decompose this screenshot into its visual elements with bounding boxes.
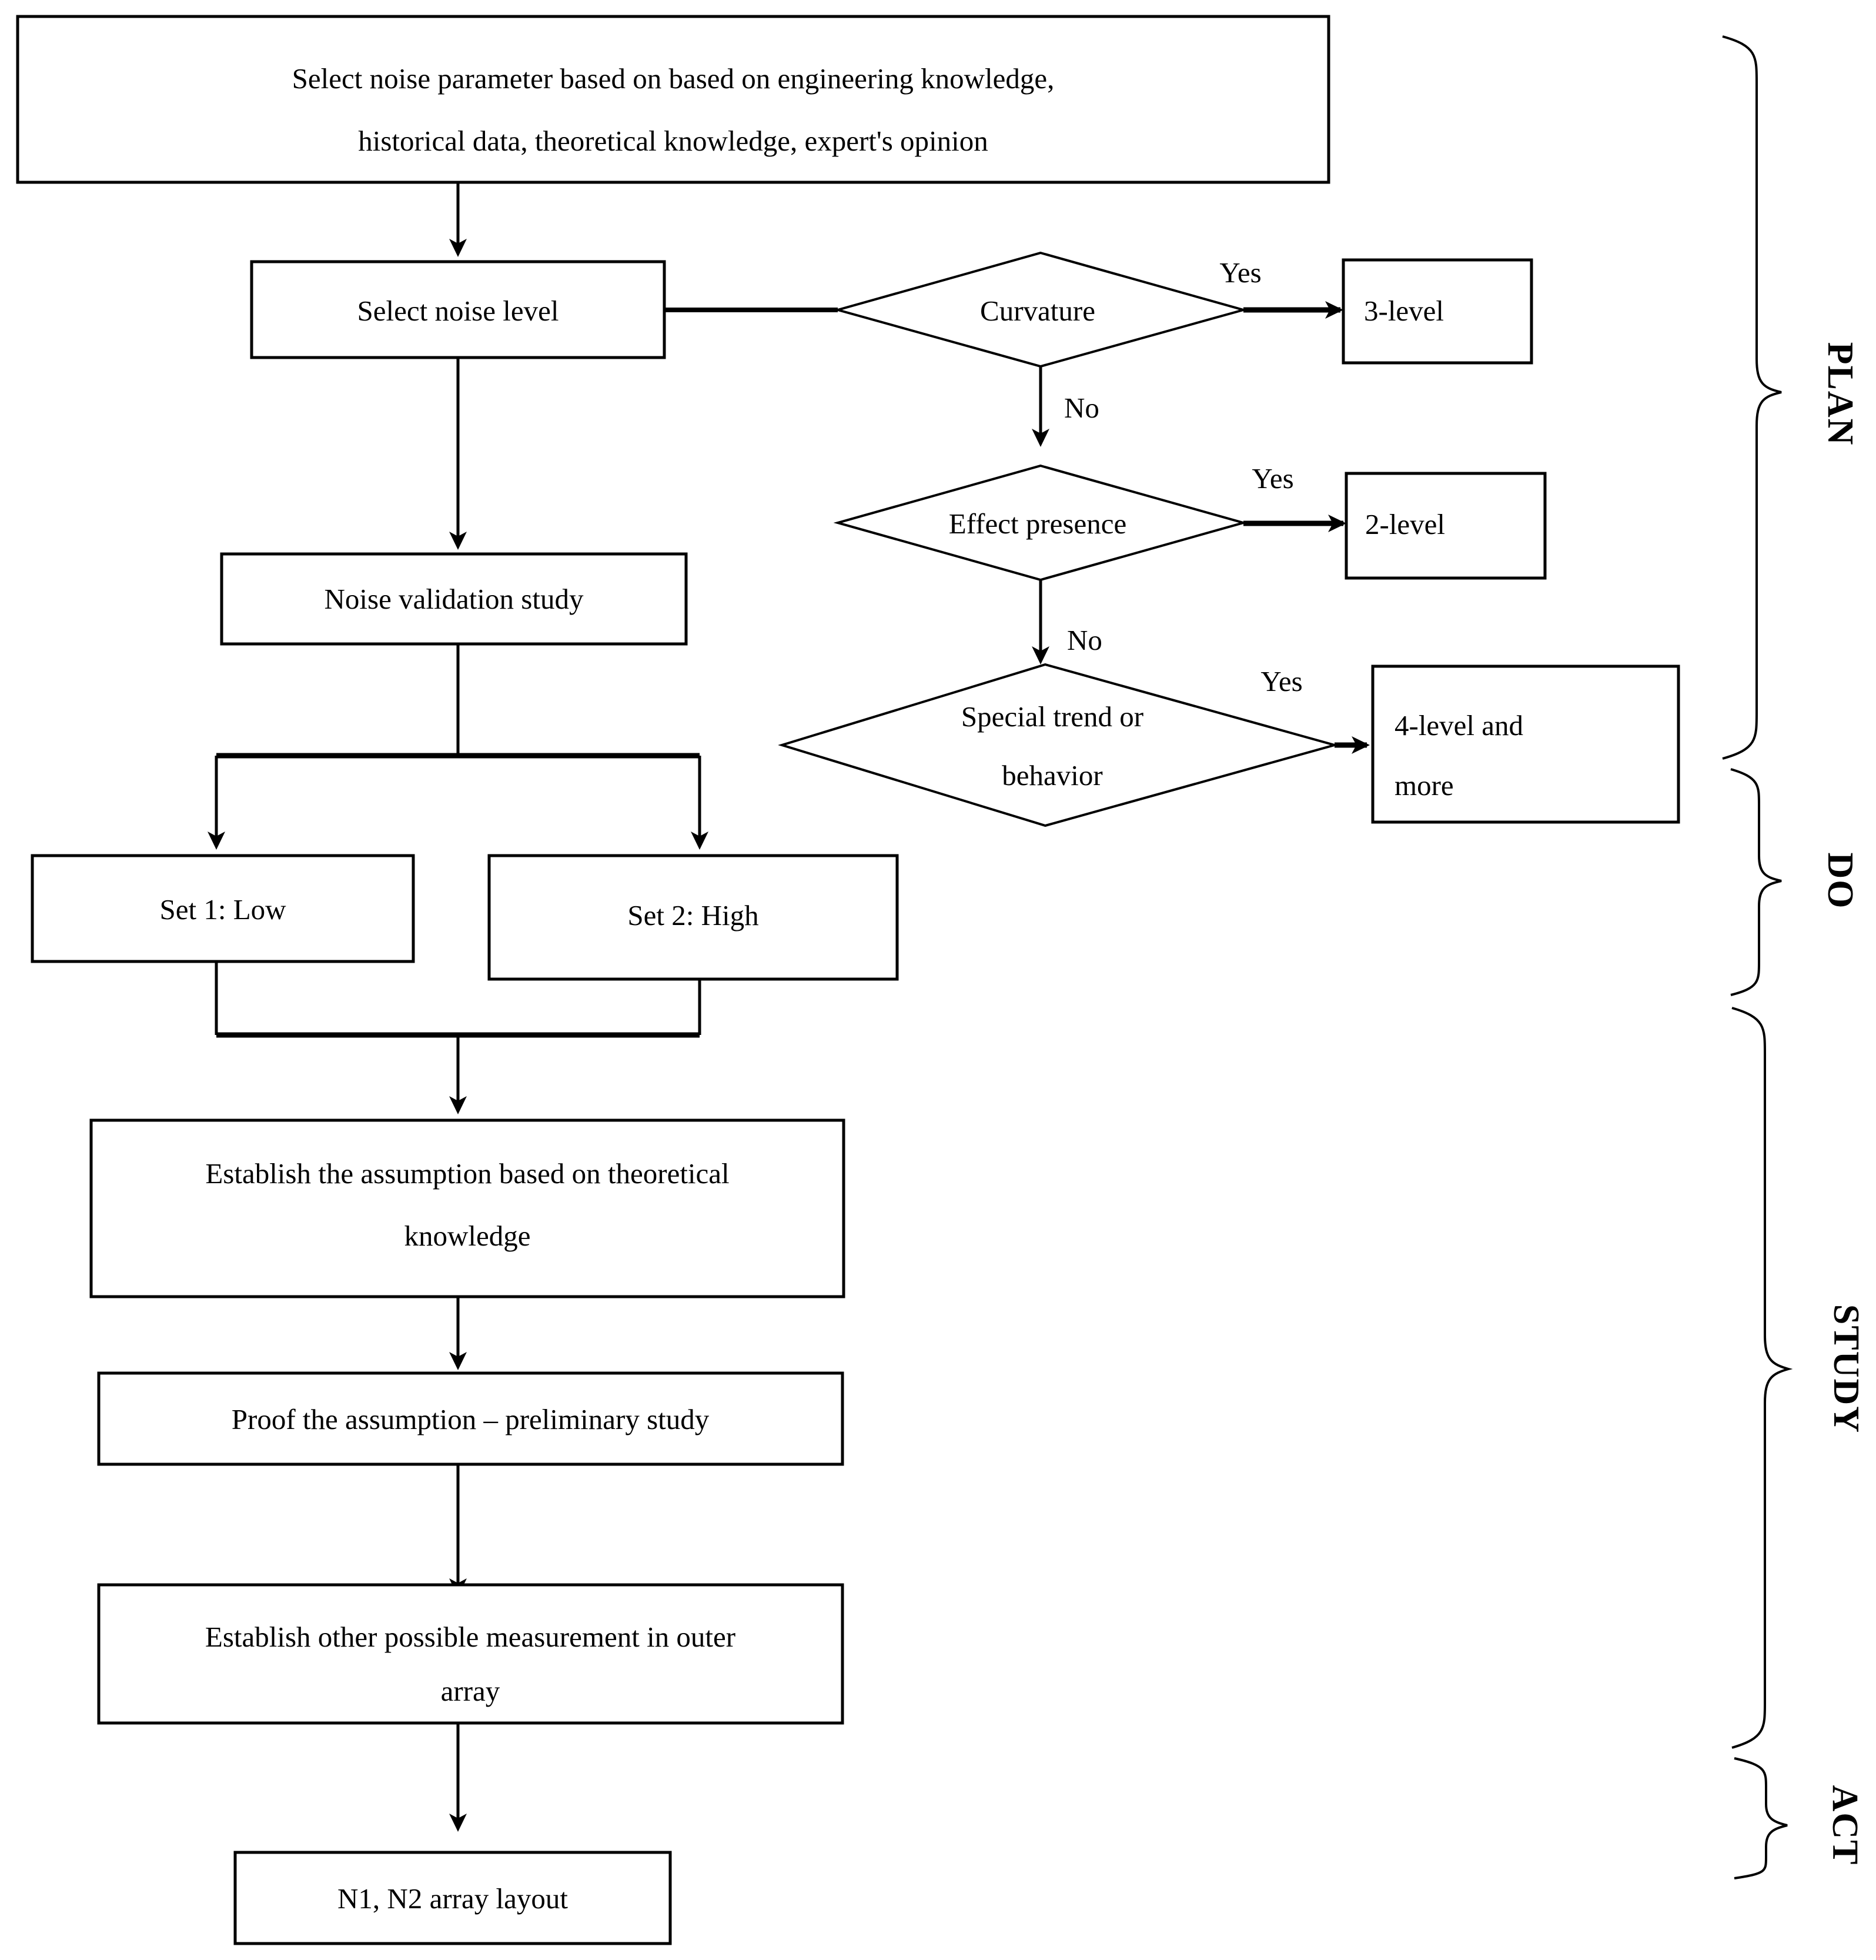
edge-label-curvature-no: No [1064, 392, 1099, 424]
node-proof-assumption-label: Proof the assumption – preliminary study [232, 1403, 710, 1435]
node-2-level[interactable]: 2-level [1345, 472, 1547, 580]
node-select-noise-parameter-line2: historical data, theoretical knowledge, … [358, 125, 988, 157]
node-noise-validation-study[interactable]: Noise validation study [220, 552, 688, 646]
edge-label-effect-no: No [1067, 624, 1102, 656]
node-3-level-label: 3-level [1364, 295, 1444, 327]
node-select-noise-parameter-line1: Select noise parameter based on based on… [292, 62, 1055, 95]
node-select-noise-level[interactable]: Select noise level [250, 260, 666, 359]
edge-label-special-trend-yes: Yes [1260, 665, 1302, 697]
node-establish-other-measurement-line1: Establish other possible measurement in … [205, 1621, 735, 1653]
node-noise-validation-study-label: Noise validation study [325, 583, 584, 615]
node-4-level-and-more[interactable]: 4-level and more [1371, 665, 1680, 824]
node-set-2-high[interactable]: Set 2: High [487, 854, 899, 981]
node-set-1-low-label: Set 1: Low [159, 893, 286, 926]
edge-validation-split [208, 644, 708, 850]
node-select-noise-level-label: Select noise level [357, 295, 559, 327]
phase-label-plan: PLAN [1820, 342, 1860, 446]
decision-special-trend-line1: Special trend or [961, 700, 1143, 733]
decision-effect-presence[interactable]: Effect presence [833, 464, 1248, 582]
node-4-level-and-more-line2: more [1395, 769, 1454, 802]
decision-special-trend-line2: behavior [1002, 759, 1102, 792]
node-establish-assumption-line2: knowledge [404, 1220, 531, 1252]
phase-brace-plan [1722, 35, 1782, 760]
decision-curvature[interactable]: Curvature [833, 251, 1248, 368]
phase-label-act: ACT [1825, 1785, 1865, 1866]
decision-effect-presence-label: Effect presence [949, 507, 1126, 540]
node-set-1-low[interactable]: Set 1: Low [31, 854, 415, 963]
node-3-level[interactable]: 3-level [1342, 258, 1533, 365]
phase-brace-do [1730, 768, 1782, 996]
node-4-level-and-more-line1: 4-level and [1395, 709, 1523, 742]
edge-sets-merge [215, 959, 701, 1114]
phase-brace-act [1734, 1757, 1788, 1879]
phase-label-study: STUDY [1826, 1304, 1866, 1434]
node-establish-other-measurement-line2: array [441, 1675, 500, 1707]
decision-special-trend[interactable]: Special trend or behavior [778, 663, 1339, 827]
node-array-layout-label: N1, N2 array layout [337, 1882, 568, 1915]
node-establish-assumption[interactable]: Establish the assumption based on theore… [89, 1118, 845, 1298]
decision-curvature-label: Curvature [980, 295, 1095, 327]
edge-label-effect-yes: Yes [1252, 462, 1293, 495]
node-2-level-label: 2-level [1365, 508, 1445, 540]
phase-label-do: DO [1820, 853, 1860, 910]
edge-label-curvature-yes: Yes [1219, 256, 1261, 289]
node-establish-assumption-line1: Establish the assumption based on theore… [205, 1157, 729, 1190]
node-proof-assumption[interactable]: Proof the assumption – preliminary study [97, 1371, 844, 1466]
phase-brace-study [1731, 1007, 1793, 1749]
node-array-layout[interactable]: N1, N2 array layout [233, 1851, 672, 1945]
node-establish-other-measurement[interactable]: Establish other possible measurement in … [97, 1583, 844, 1725]
node-set-2-high-label: Set 2: High [627, 899, 758, 931]
node-select-noise-parameter[interactable]: Select noise parameter based on based on… [16, 15, 1330, 184]
